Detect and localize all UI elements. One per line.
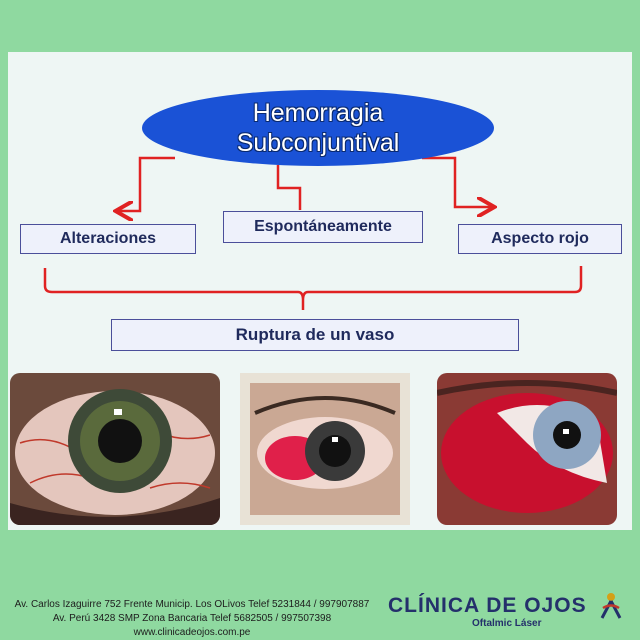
title-line-1: Hemorragia <box>252 99 384 127</box>
eye-photo-3 <box>437 373 617 525</box>
eye-photo-1 <box>10 373 220 525</box>
eye-photo-2 <box>240 373 410 525</box>
connector-to-aspecto-rojo <box>422 156 492 207</box>
node-ruptura: Ruptura de un vaso <box>111 319 519 351</box>
node-espontaneamente: Espontáneamente <box>223 211 423 243</box>
title-line-2: Subconjuntival <box>236 129 400 157</box>
website-link[interactable]: www.clinicadeojos.com.pe <box>133 627 251 638</box>
address-line-1: Av. Carlos Izaguirre 752 Frente Municip.… <box>14 599 370 610</box>
node-alteraciones: Alteraciones <box>20 224 196 254</box>
logo-subtitle: Oftalmic Láser <box>472 618 542 629</box>
address-line-2: Av. Perú 3428 SMP Zona Bancaria Telef 56… <box>52 613 332 624</box>
bracket-connector <box>43 266 583 310</box>
logo-name: CLÍNICA DE OJOS <box>388 594 587 617</box>
clinic-logo: CLÍNICA DE OJOS Oftalmic Láser <box>388 590 634 630</box>
title-ellipse: Hemorragia Subconjuntival <box>142 90 494 166</box>
eye-person-icon <box>600 593 622 619</box>
footer-address: Av. Carlos Izaguirre 752 Frente Municip.… <box>0 598 384 640</box>
connector-to-alteraciones <box>118 156 175 211</box>
node-aspecto-rojo: Aspecto rojo <box>458 224 622 254</box>
connector-to-espontaneamente <box>276 165 302 210</box>
